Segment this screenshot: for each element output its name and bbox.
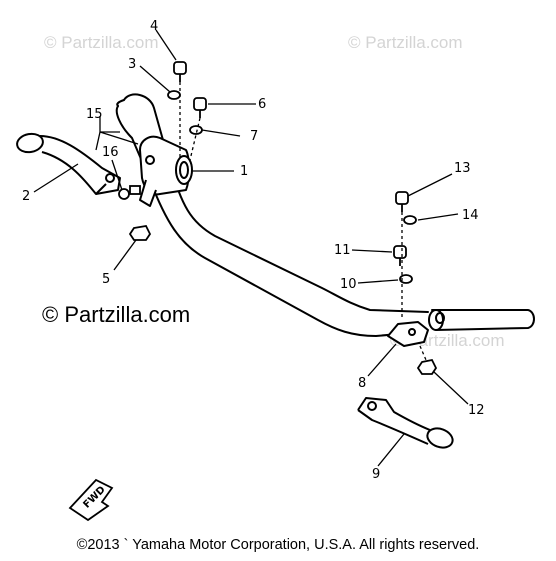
bolt-11 <box>393 245 407 266</box>
copyright-notice: ©2013 ` Yamaha Motor Corporation, U.S.A.… <box>76 537 480 553</box>
callout-15: 15 <box>86 107 103 122</box>
handlebar <box>115 93 535 337</box>
leader-lines <box>33 29 469 467</box>
nut-16 <box>118 185 141 200</box>
washer-10 <box>399 274 413 284</box>
watermark-top-left: © Partzilla.com <box>44 33 159 52</box>
callout-9: 9 <box>372 467 380 482</box>
callout-8: 8 <box>358 376 366 391</box>
callout-13: 13 <box>454 161 471 176</box>
nut-12 <box>416 358 438 375</box>
callout-5: 5 <box>102 272 110 287</box>
bolt-6 <box>193 97 207 118</box>
nut-5 <box>128 225 152 241</box>
watermark-top-right: © Partzilla.com <box>348 33 463 52</box>
callout-14: 14 <box>462 208 479 223</box>
right-brake-lever <box>357 397 454 449</box>
fwd-arrow: FWD <box>68 478 114 522</box>
watermark-middle-left: © Partzilla.com <box>42 302 190 327</box>
callout-2: 2 <box>22 189 30 204</box>
callout-7: 7 <box>250 129 258 144</box>
bolt-4 <box>173 61 187 82</box>
bolt-13 <box>395 191 409 212</box>
callout-4: 4 <box>150 19 158 34</box>
callout-10: 10 <box>340 277 357 292</box>
left-lever-bracket <box>139 135 193 207</box>
washer-7 <box>189 125 203 135</box>
left-clutch-lever <box>16 132 121 195</box>
callout-16: 16 <box>102 145 119 160</box>
right-lever-bracket <box>387 321 429 347</box>
washer-14 <box>403 215 417 225</box>
callout-1: 1 <box>240 164 248 179</box>
callout-6: 6 <box>258 97 266 112</box>
callout-12: 12 <box>468 403 485 418</box>
callout-11: 11 <box>334 243 351 258</box>
callout-3: 3 <box>128 57 136 72</box>
